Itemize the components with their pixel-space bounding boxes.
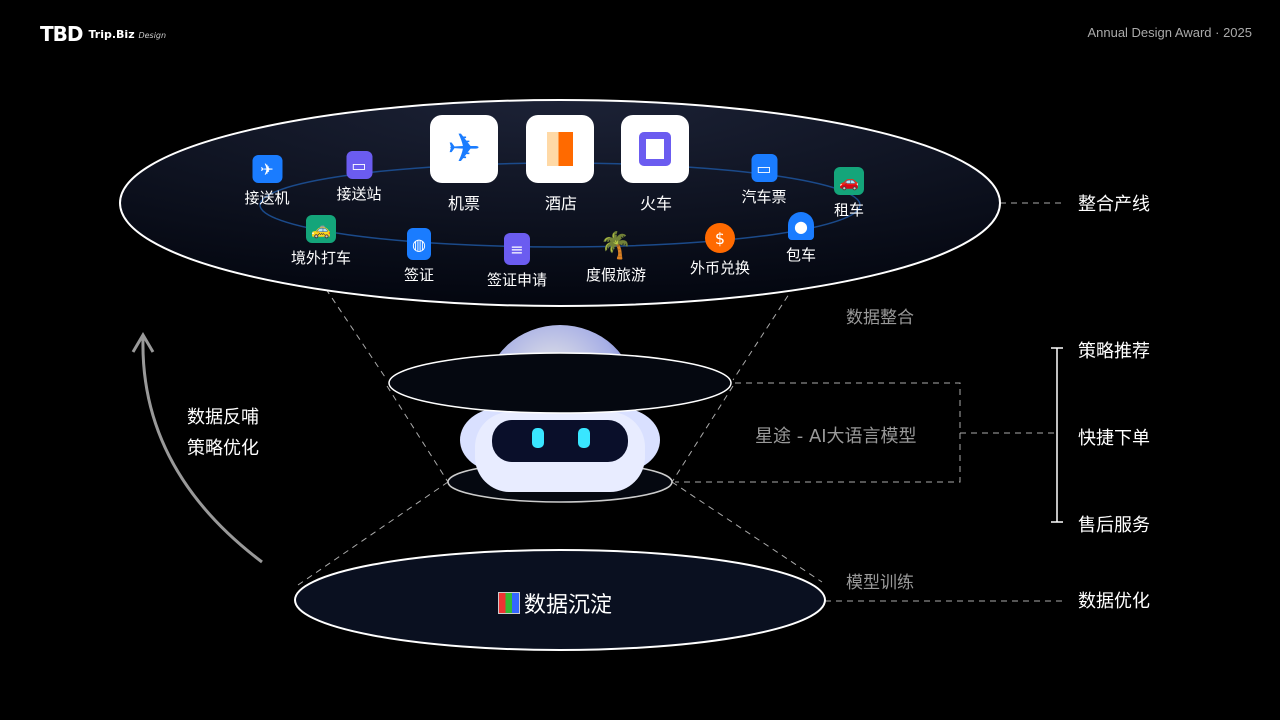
label-data-optimize: 数据优化 <box>1078 591 1150 612</box>
label: 外币兑换 <box>689 259 751 277</box>
model-box <box>675 382 961 483</box>
bar-chart-icon <box>498 592 520 614</box>
data-deposit-ellipse <box>294 549 826 651</box>
model-disc <box>388 352 732 414</box>
logo-mark: TBD <box>40 22 83 46</box>
data-deposit-title: 数据沉淀 <box>498 587 612 619</box>
label-model-name: 星途 - AI大语言模型 <box>755 426 917 447</box>
label: 度假旅游 <box>585 266 647 284</box>
product-visa-application[interactable]: ≡ 签证申请 <box>487 233 547 290</box>
logo: TBD Trip.Biz Design <box>40 22 166 46</box>
product-car-rental[interactable]: 🚗 租车 <box>833 167 865 220</box>
logo-brand: Trip.Biz Design <box>89 28 167 41</box>
label: 租车 <box>833 201 865 219</box>
label-integrate-products: 整合产线 <box>1078 194 1150 215</box>
label-after-sales: 售后服务 <box>1078 515 1150 536</box>
product-station-transfer[interactable]: ▭ 接送站 <box>336 151 382 204</box>
product-hotel[interactable] <box>526 115 594 183</box>
label-hotel: 酒店 <box>545 194 578 213</box>
hotel-icon <box>547 132 573 166</box>
label-quick-order: 快捷下单 <box>1078 428 1150 449</box>
funnel-line <box>732 221 837 381</box>
label-flight: 机票 <box>448 194 481 213</box>
product-airport-transfer[interactable]: ✈ 接送机 <box>244 155 290 208</box>
palm-tree-icon: 🌴 <box>599 231 633 261</box>
plane-icon: ✈ <box>447 126 481 172</box>
visa-application-icon: ≡ <box>503 233 530 265</box>
label-train: 火车 <box>640 194 673 213</box>
product-taxi[interactable]: 🚕 境外打车 <box>291 215 351 268</box>
label-model-training: 模型训练 <box>846 573 914 593</box>
product-train[interactable] <box>621 115 689 183</box>
product-ellipse <box>119 99 1001 307</box>
airport-car-icon: ✈ <box>251 155 282 183</box>
passport-icon: ◍ <box>406 228 431 260</box>
funnel-line <box>297 481 449 586</box>
product-vacation[interactable]: 🌴 度假旅游 <box>585 231 647 285</box>
label: 签证申请 <box>486 271 548 289</box>
award-title: Annual Design Award · 2025 <box>1087 25 1252 40</box>
station-train-icon: ▭ <box>345 151 372 179</box>
bus-icon: ▭ <box>750 154 777 182</box>
chauffeur-icon: ● <box>787 212 814 240</box>
data-deposit-label: 数据沉淀 <box>524 593 613 618</box>
label: 境外打车 <box>290 249 352 267</box>
product-currency-exchange[interactable]: $ 外币兑换 <box>690 223 750 278</box>
funnel-line <box>386 385 449 483</box>
feedback-label: 数据反哺策略优化 <box>187 402 259 464</box>
feedback-line1: 数据反哺 <box>187 407 259 428</box>
funnel-line <box>671 385 734 483</box>
product-visa[interactable]: ◍ 签证 <box>404 228 434 285</box>
train-icon <box>639 132 671 166</box>
logo-sub: Design <box>138 30 167 40</box>
product-bus[interactable]: ▭ 汽车票 <box>741 154 787 207</box>
label-data-integration: 数据整合 <box>846 308 914 328</box>
label: 接送机 <box>244 189 290 207</box>
funnel-line <box>671 481 823 583</box>
funnel-line <box>282 224 388 381</box>
product-flight[interactable]: ✈ <box>430 115 498 183</box>
product-chauffeur[interactable]: ● 包车 <box>786 212 816 265</box>
feedback-line2: 策略优化 <box>187 438 259 459</box>
dollar-coin-icon: $ <box>704 223 735 253</box>
label-strategy-recommend: 策略推荐 <box>1078 341 1150 362</box>
rental-car-icon: 🚗 <box>833 167 864 195</box>
taxi-icon: 🚕 <box>305 215 336 243</box>
logo-brand-text: Trip.Biz <box>88 27 135 41</box>
label: 汽车票 <box>741 188 787 206</box>
label: 接送站 <box>336 185 382 203</box>
feedback-arrow <box>141 337 263 564</box>
label: 签证 <box>403 266 435 284</box>
label: 包车 <box>785 246 817 264</box>
